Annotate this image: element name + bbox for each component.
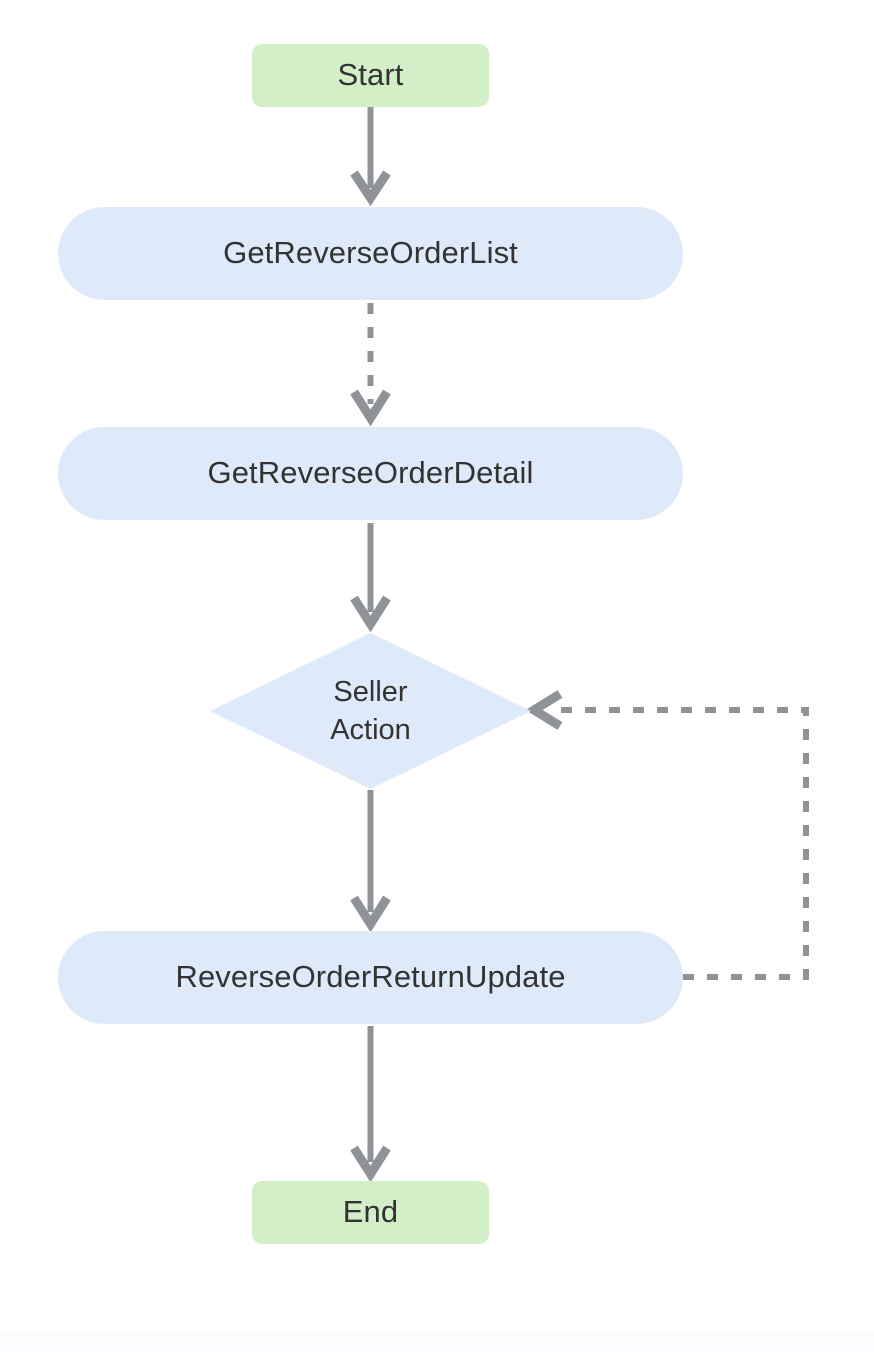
node-get-reverse-order-list[interactable]: GetReverseOrderList (58, 207, 683, 300)
node-get-reverse-order-detail[interactable]: GetReverseOrderDetail (58, 427, 683, 520)
edge-getdetail-to-selleraction (350, 523, 391, 633)
node-reverse-order-return-update[interactable]: ReverseOrderReturnUpdate (58, 931, 683, 1024)
edge-getlist-to-getdetail (350, 303, 391, 427)
node-get-reverse-order-list-label: GetReverseOrderList (223, 235, 518, 271)
node-seller-action-label: Seller Action (330, 675, 411, 746)
node-start-label: Start (337, 57, 404, 93)
node-get-reverse-order-detail-label: GetReverseOrderDetail (207, 455, 534, 491)
bottom-edge-band (0, 1331, 874, 1352)
edge-start-to-getlist (350, 107, 391, 207)
node-reverse-order-return-update-label: ReverseOrderReturnUpdate (175, 959, 566, 995)
node-end-label: End (342, 1194, 399, 1230)
edge-selleraction-to-returnupdate (350, 790, 391, 933)
node-end[interactable]: End (252, 1181, 489, 1244)
node-start[interactable]: Start (252, 44, 489, 107)
edge-returnupdate-to-end (350, 1026, 391, 1183)
node-seller-action-decision[interactable]: Seller Action (210, 633, 531, 789)
